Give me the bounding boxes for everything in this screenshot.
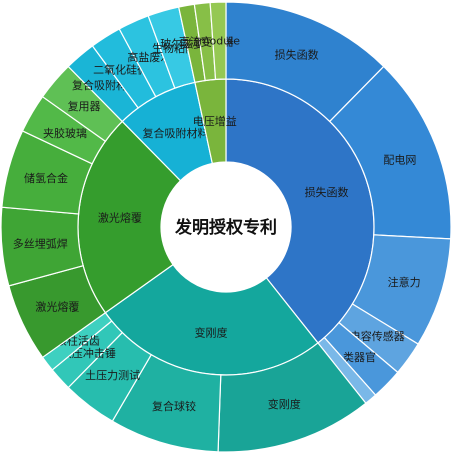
outer-label-2: 注意力: [388, 275, 421, 289]
center-label: 发明授权专利: [174, 217, 277, 238]
outer-label-15: 复用器: [68, 99, 101, 113]
inner-label-4: 电压增益: [193, 114, 237, 128]
inner-label-1: 变刚度: [195, 325, 228, 339]
outer-segment-22[interactable]: [209, 1, 227, 81]
outer-label-19: 生物粘附: [152, 41, 196, 55]
inner-label-2: 激光熔覆: [98, 211, 142, 225]
outer-label-0: 损失函数: [275, 47, 319, 61]
inner-label-0: 损失函数: [305, 185, 349, 199]
outer-label-1: 配电网: [383, 153, 416, 166]
outer-label-8: 土压力测试: [85, 369, 140, 382]
outer-label-7: 复合球铰: [152, 399, 196, 413]
center-hole: [161, 162, 291, 292]
outer-label-6: 变刚度: [268, 397, 301, 411]
outer-label-3: 电容传感器: [350, 329, 405, 343]
outer-label-11: 激光熔覆: [35, 300, 79, 314]
outer-label-14: 夹胶玻璃: [43, 126, 87, 140]
outer-label-4: 类器官: [343, 350, 376, 364]
outer-label-13: 储氢合金: [24, 171, 68, 185]
outer-label-18: 高盐废水: [127, 50, 171, 64]
inner-label-3: 复合吸附材料: [142, 126, 208, 140]
outer-label-22: module: [199, 35, 240, 48]
outer-label-12: 多丝埋弧焊: [13, 236, 68, 250]
